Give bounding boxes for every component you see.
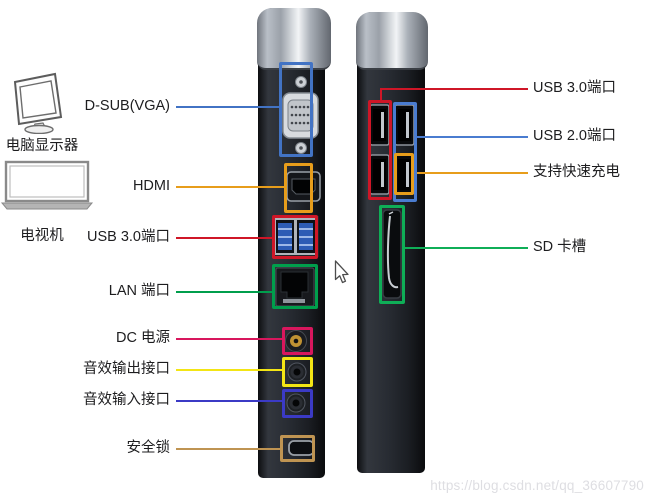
highlight-box-fast-charge (394, 153, 414, 195)
usb-port (369, 154, 390, 195)
callout-label-dc: DC 电源 (116, 330, 170, 346)
monitor-icon-label: 电脑显示器 (5, 138, 79, 154)
usb-port-grid (369, 104, 415, 195)
highlight-box-hdmi (284, 163, 313, 213)
callout-label-usb2: USB 2.0端口 (533, 128, 616, 144)
tv-icon (0, 160, 94, 210)
device-right-top-cap (356, 12, 428, 70)
usb3-ports (272, 216, 319, 257)
callout-label-lan: LAN 端口 (108, 283, 170, 299)
callout-label-audio-out: 音效输出接口 (83, 361, 170, 377)
highlight-box-usb3-left (272, 215, 318, 259)
tv-icon-label: 电视机 (20, 228, 64, 244)
leader-line-dc (176, 338, 282, 340)
callout-label-usb3-left: USB 3.0端口 (87, 229, 170, 245)
dc-power-jack (285, 330, 307, 352)
leader-line-lan (176, 291, 272, 293)
mouse-cursor-icon (334, 260, 349, 284)
leader-line-audio-in (176, 400, 282, 402)
highlight-box-lan (272, 264, 318, 309)
callout-label-usb3-right: USB 3.0端口 (533, 80, 616, 96)
highlight-box-sd (379, 205, 405, 304)
callout-label-hdmi: HDMI (132, 178, 170, 194)
leader-line-usb3-right (380, 88, 528, 90)
sd-card-slot (382, 209, 402, 299)
leader-line-vga (176, 106, 279, 108)
lan-port (275, 267, 315, 307)
leader-line-usb3-left (176, 237, 272, 239)
highlight-box-dc (282, 327, 313, 355)
leader-line-hdmi (176, 186, 284, 188)
highlight-box-audio-out (282, 357, 313, 387)
audio-in-jack (286, 393, 306, 413)
leader-line-usb3-right-drop (380, 88, 382, 101)
monitor-icon (13, 72, 63, 134)
highlight-box-usb3-right (368, 100, 392, 200)
highlight-box-usb2 (393, 102, 417, 202)
leader-line-usb2 (417, 136, 528, 138)
device-left-top-cap (257, 8, 331, 70)
callout-label-vga: D-SUB(VGA) (84, 98, 170, 114)
highlight-box-vga (279, 62, 313, 157)
callout-label-fast-charge: 支持快速充电 (533, 164, 620, 180)
callout-label-sd: SD 卡槽 (533, 239, 587, 255)
highlight-box-audio-in (282, 389, 313, 418)
vga-pin-holes (290, 105, 310, 125)
leader-line-lock (176, 448, 280, 450)
leader-line-audio-out (176, 369, 282, 371)
watermark: https://blog.csdn.net/qq_36607790 (430, 478, 644, 493)
highlight-box-lock (280, 435, 315, 462)
callout-label-lock: 安全锁 (126, 440, 171, 456)
leader-line-sd (405, 247, 528, 249)
callout-label-audio-in: 音效输入接口 (83, 392, 170, 408)
vga-port (282, 76, 319, 154)
audio-out-jack (287, 362, 307, 382)
leader-line-fast-charge (414, 172, 528, 174)
